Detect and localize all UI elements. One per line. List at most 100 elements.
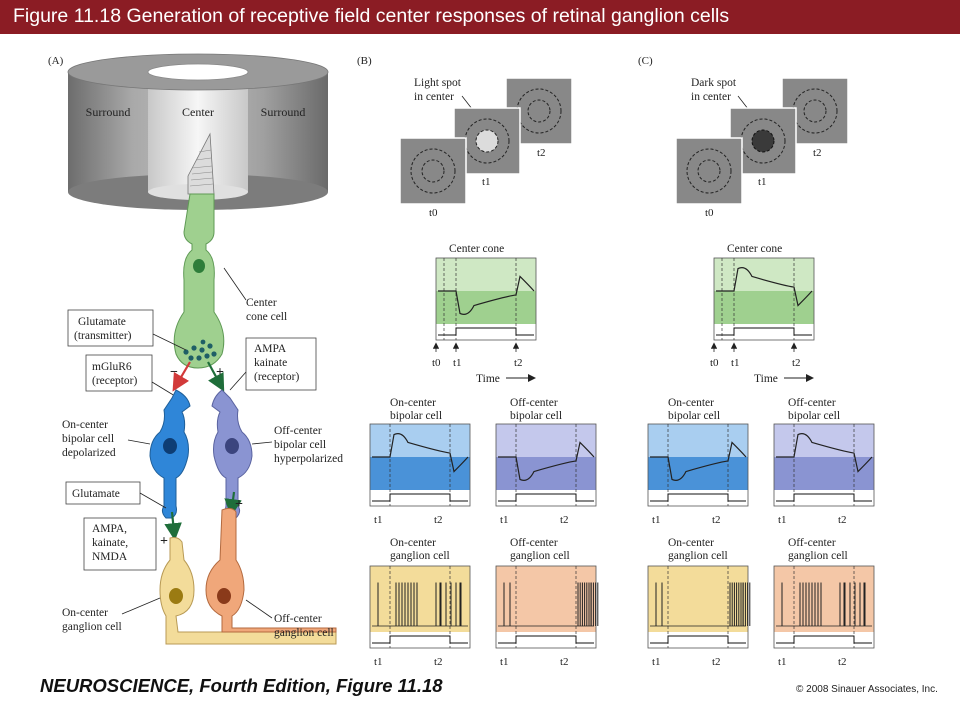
center-cone-plot [435,257,537,341]
off-ganglion-plot-title-2: ganglion cell [788,550,848,562]
center-label: Center [182,105,214,119]
panel-c-letter: (C) [638,55,653,67]
panel-b: (B) Light spot in center t2 t1 t0 Center… [357,55,599,668]
on-bipolar-plot-title-1: On-center [668,397,714,409]
mglur6-arrow [172,361,191,392]
time-label-t0: t0 [710,357,719,369]
off-center-ganglion-cell [205,507,337,633]
plus-sign-1: + [216,365,224,380]
bipolar-t2-label: t2 [434,514,443,526]
ampa-nmda-label-1: AMPA, [92,523,127,535]
on-ganglion-nucleus [169,588,183,604]
receptive-field-cylinder: Surround Center Surround [67,53,329,210]
on-bipolar-label-1: On-center [62,419,108,431]
on-bipolar-plot-title-2: bipolar cell [390,410,442,422]
center-cone-cell [173,193,225,369]
off-ganglion-nucleus [217,588,231,604]
on-ganglion-plot-title-2: ganglion cell [390,550,450,562]
ampa-kainate-label-1: AMPA [254,343,287,355]
square-label-t2-b: t2 [537,147,546,159]
panel-a: (A) Surround Center Surround [48,53,343,645]
bipolar-t2-label: t2 [560,514,569,526]
off-bipolar-label-1: Off-center [274,425,322,437]
on-bipolar-label-3: depolarized [62,447,116,459]
on-ganglion-plot [369,565,471,649]
ganglion-t1-label: t1 [500,656,509,668]
ampa-nmda-box [83,517,157,571]
off-bipolar-plot-title-2: bipolar cell [788,410,840,422]
on-center-ganglion-cell [159,537,337,645]
bipolar-t1-label: t1 [374,514,383,526]
on-bipolar-plot [369,423,471,507]
bipolar-t1-label: t1 [778,514,787,526]
response-trace [716,266,813,307]
dark-spot-label-2: in center [691,91,731,103]
square-label-t1-b: t1 [482,176,491,188]
time-label-t0: t0 [432,357,441,369]
on-bipolar-plot [647,423,749,507]
time-label-t1: t1 [453,357,462,369]
off-ganglion-label-1: Off-center [274,613,322,625]
time-label-t2: t2 [514,357,523,369]
off-bipolar-plot-title-2: bipolar cell [510,410,562,422]
plus-sign-2: + [160,534,168,549]
off-bipolar-plot-title-1: Off-center [510,397,558,409]
center-cone-title: Center cone [727,243,782,255]
light-spot-label-2: in center [414,91,454,103]
square-label-t2-c: t2 [813,147,822,159]
glutamate-transmitter-label-1: Glutamate [78,316,126,328]
on-glutamate-arrow [164,511,182,541]
surround-left-label: Surround [86,105,131,119]
off-bipolar-plot-title-1: Off-center [788,397,836,409]
off-ganglion-plot-title-1: Off-center [788,537,836,549]
mglur6-box [85,354,153,392]
footer-book-title: NEUROSCIENCE, Fourth Edition, Figure 11.… [40,675,443,696]
bipolar-t1-label: t1 [500,514,509,526]
on-ganglion-plot-title-2: ganglion cell [668,550,728,562]
response-trace [438,275,535,316]
on-bipolar-plot-title-2: bipolar cell [668,410,720,422]
off-ganglion-label-2: ganglion cell [274,627,334,639]
copyright-notice: © 2008 Sinauer Associates, Inc. [796,684,938,695]
off-bipolar-nucleus [225,438,239,454]
off-ganglion-plot-title-1: Off-center [510,537,558,549]
ganglion-t2-label: t2 [838,656,847,668]
glutamate-label: Glutamate [72,488,120,500]
minus-sign: − [170,365,178,380]
ampa-nmda-label-3: NMDA [92,551,128,563]
center-cone-label-1: Center [246,297,277,309]
panel-c: (C) Dark spot in center t2 t1 t0 Center … [638,55,875,668]
figure-title-bar: Figure 11.18 Generation of receptive fie… [0,0,960,34]
off-bipolar-plot [495,423,597,507]
square-label-t1-c: t1 [758,176,767,188]
dark-spot-label-1: Dark spot [691,77,737,89]
on-ganglion-label-1: On-center [62,607,108,619]
off-ganglion-plot [773,565,875,649]
off-bipolar-plot [773,423,875,507]
on-bipolar-plot-title-1: On-center [390,397,436,409]
time-axis-label: Time [754,373,778,385]
bipolar-t1-label: t1 [652,514,661,526]
light-spot-label-1: Light spot [414,77,462,89]
off-ganglion-plot-title-2: ganglion cell [510,550,570,562]
square-label-t0-b: t0 [429,207,438,219]
on-bipolar-label-2: bipolar cell [62,433,114,445]
center-cone-title: Center cone [449,243,504,255]
glutamate-transmitter-box [67,309,154,347]
ganglion-t2-label: t2 [712,656,721,668]
off-bipolar-label-2: bipolar cell [274,439,326,451]
glutamate-vesicles [183,339,217,361]
ganglion-t2-label: t2 [560,656,569,668]
center-cone-label-2: cone cell [246,311,287,323]
ganglion-t1-label: t1 [374,656,383,668]
ampa-kainate-label-3: (receptor) [254,371,299,383]
response-trace [498,441,595,482]
figure-diagram: (A) Surround Center Surround [48,53,875,668]
panel-a-letter: (A) [48,55,64,67]
stimulus-squares-c [675,77,849,205]
cone-nucleus [193,259,205,273]
stimulus-squares-b [399,77,573,205]
on-ganglion-label-2: ganglion cell [62,621,122,633]
time-label-t1: t1 [731,357,740,369]
bipolar-t2-label: t2 [712,514,721,526]
